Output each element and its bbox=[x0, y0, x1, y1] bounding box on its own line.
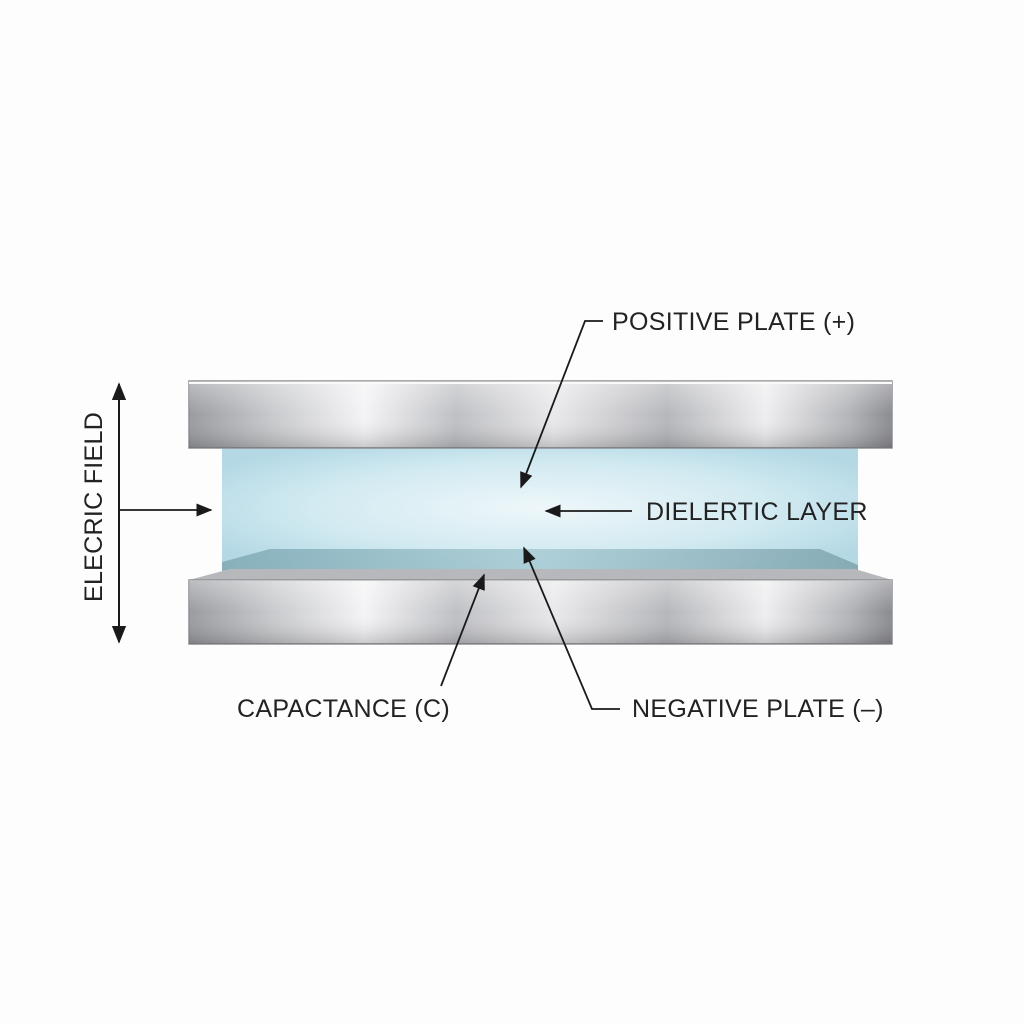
negative-plate-leader bbox=[523, 546, 620, 710]
negative-plate bbox=[188, 569, 893, 645]
capacitance-label: CAPACTANCE (C) bbox=[237, 695, 450, 723]
electric-field-label: ELECRIC FIELD bbox=[80, 412, 108, 602]
positive-plate-label: POSITIVE PLATE (+) bbox=[612, 308, 855, 336]
dielectric-layer-label: DIELERTIC LAYER bbox=[646, 498, 868, 526]
capacitance-leader bbox=[440, 573, 485, 687]
dielectric-layer bbox=[222, 446, 858, 572]
negative-plate-label: NEGATIVE PLATE (–) bbox=[632, 695, 884, 723]
positive-plate-leader bbox=[520, 320, 603, 489]
